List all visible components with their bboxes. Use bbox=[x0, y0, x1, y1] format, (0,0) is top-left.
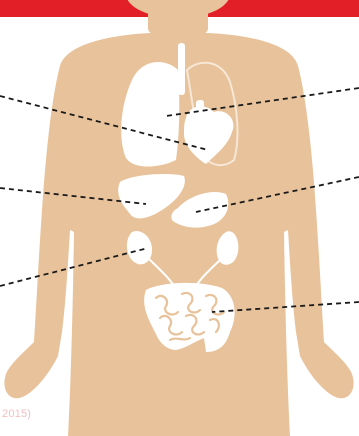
body-neck bbox=[148, 0, 208, 34]
heart-vessel bbox=[196, 100, 204, 116]
trachea bbox=[178, 43, 185, 95]
source-caption: 2015) bbox=[2, 408, 31, 420]
